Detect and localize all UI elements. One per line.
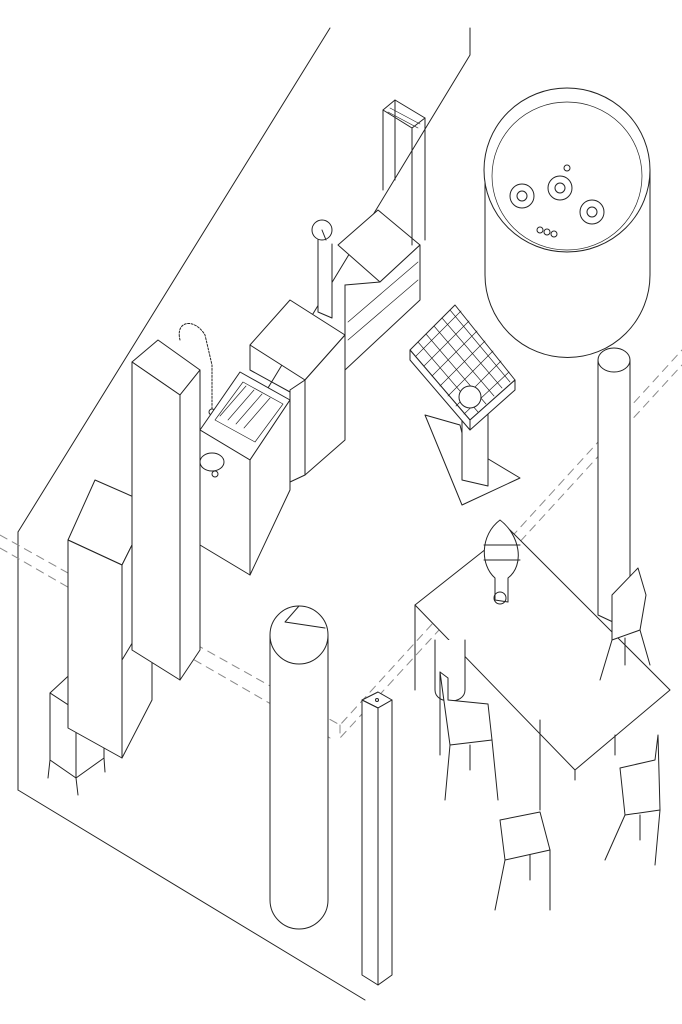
shelf-rack bbox=[382, 99, 426, 246]
tall-column bbox=[131, 339, 201, 681]
chair bbox=[494, 811, 551, 911]
knob-icon bbox=[536, 226, 558, 238]
tiled-side-table bbox=[409, 304, 521, 506]
burner-icon bbox=[509, 175, 605, 225]
flue-pipe bbox=[311, 219, 333, 319]
front-cylinder bbox=[269, 605, 329, 930]
right-column bbox=[597, 347, 631, 631]
cylindrical-hob bbox=[483, 87, 651, 358]
oven-unit bbox=[337, 209, 421, 371]
chair bbox=[604, 734, 661, 866]
chair bbox=[599, 567, 651, 681]
vase bbox=[483, 519, 521, 605]
chair bbox=[439, 671, 499, 801]
sink-unit bbox=[199, 371, 291, 576]
front-post bbox=[361, 691, 393, 986]
base-cabinet bbox=[249, 299, 346, 483]
